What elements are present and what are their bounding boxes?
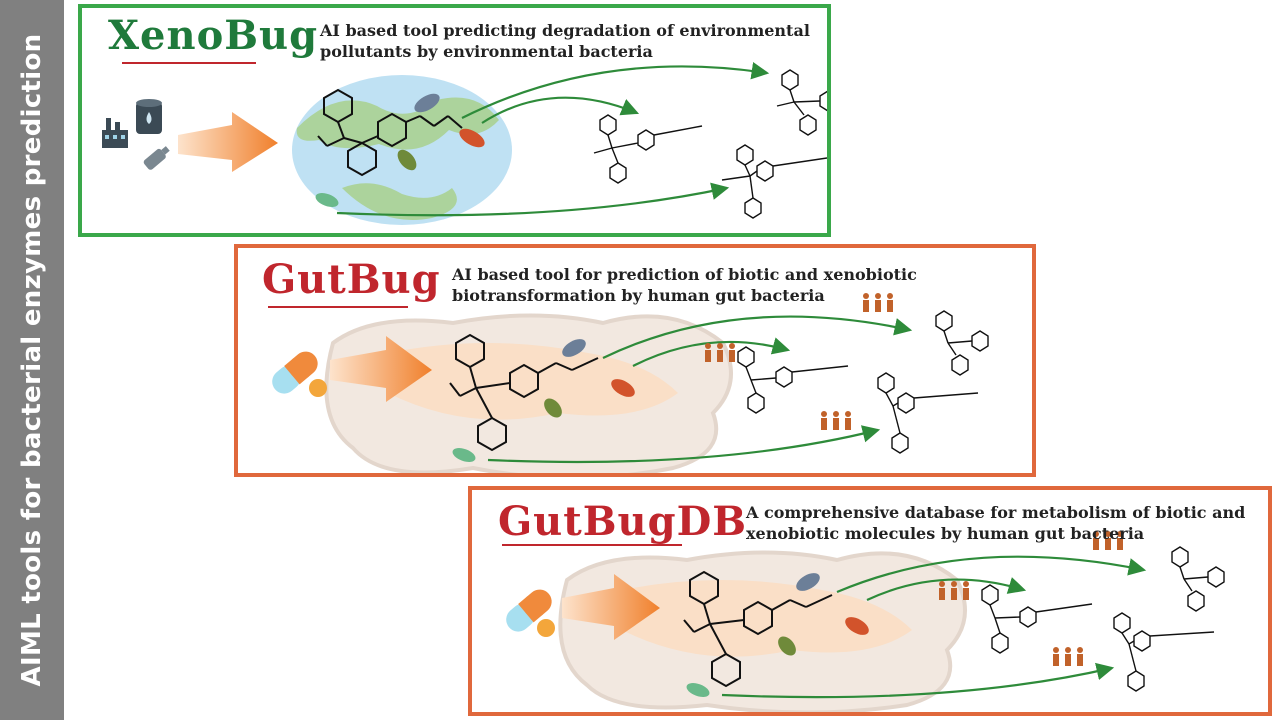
gutbug-title-underline (268, 306, 408, 308)
tablet-icon (537, 619, 555, 637)
xenobug-title: XenoBug (108, 12, 319, 59)
input-arrow (562, 574, 660, 640)
input-arrow (330, 336, 432, 402)
human-group-icon (705, 293, 893, 430)
xenobug-title-underline (122, 62, 256, 64)
pill-capsule-icon (272, 351, 318, 394)
gutbug-illustration (272, 293, 989, 473)
sidebar-title: AIML tools for bacterial enzymes predict… (17, 33, 47, 687)
pill-capsule-icon (506, 589, 552, 632)
gutbug-panel: GutBug AI based tool for prediction of b… (234, 244, 1036, 477)
gutbug-description: AI based tool for prediction of biotic a… (452, 265, 917, 305)
gutbugdb-panel: GutBugDB A comprehensive database for me… (468, 486, 1272, 716)
molecule-structure (683, 570, 833, 688)
bacteria-icon (452, 339, 635, 462)
gutbugdb-title-underline (502, 544, 682, 546)
human-group-icon (939, 531, 1123, 666)
bacteria-icon (315, 93, 485, 207)
gutbug-title: GutBug (262, 256, 441, 303)
tablet-icon (309, 379, 327, 397)
xenobug-description: AI based tool predicting degradation of … (320, 21, 810, 61)
oil-barrel-icon (136, 99, 162, 134)
xenobug-panel: XenoBug AI based tool predicting degrada… (78, 4, 831, 237)
molecule-structure (449, 333, 599, 452)
gutbugdb-description: A comprehensive database for metabolism … (746, 503, 1246, 543)
product-molecules (981, 546, 1225, 692)
xenobug-illustration (102, 61, 827, 225)
factory-icon (102, 118, 128, 148)
bacteria-icon (686, 573, 869, 697)
product-molecules (737, 310, 989, 454)
product-molecules (593, 69, 827, 219)
bottle-icon (143, 146, 170, 170)
sidebar: AIML tools for bacterial enzymes predict… (0, 0, 64, 720)
gutbugdb-illustration (506, 531, 1225, 712)
input-arrow (178, 112, 278, 172)
gutbugdb-title: GutBugDB (498, 498, 748, 545)
molecule-structure (317, 88, 463, 177)
